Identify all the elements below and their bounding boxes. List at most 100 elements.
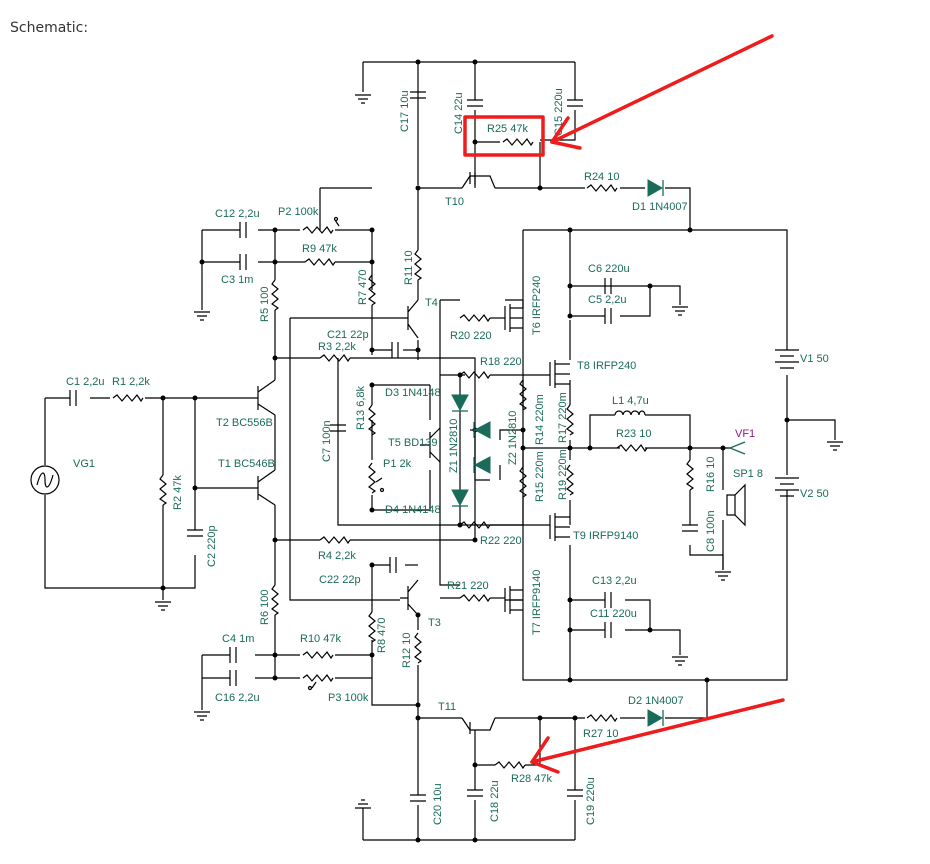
r22-label: R22 220 [480, 535, 522, 547]
diodes [451, 179, 664, 727]
d2-label: D2 1N4007 [628, 695, 684, 707]
r24-resistor [586, 184, 618, 192]
t6-mosfet [504, 300, 524, 332]
d1-label: D1 1N4007 [632, 201, 688, 213]
c8-label: C8 100n [705, 510, 717, 552]
r10-label: R10 47k [300, 633, 341, 645]
t6-label: T6 IRFP240 [531, 276, 543, 335]
vf1-probe [729, 441, 746, 455]
r11-resistor [414, 249, 422, 281]
t9-mosfet [549, 513, 570, 541]
l1-inductor [614, 410, 646, 416]
d2-diode [647, 709, 664, 727]
p1-potentiometer [368, 462, 376, 494]
c2-capacitor [187, 529, 203, 537]
c7-capacitor [330, 424, 346, 432]
r6-label: R6 100 [259, 590, 271, 625]
vg1-label: VG1 [73, 458, 95, 470]
t1-transistor [245, 469, 276, 506]
c16-capacitor [229, 670, 237, 686]
r8-resistor [368, 611, 376, 643]
r13-label: R13 6,8k [355, 385, 367, 430]
page-heading: Schematic: [10, 20, 89, 36]
red-annotations [463, 34, 785, 774]
c5-capacitor [604, 308, 612, 324]
c14-label: C14 22u [453, 92, 465, 134]
t7-mosfet [504, 586, 523, 614]
c11-capacitor [604, 622, 612, 638]
r3-label: R3 2,2k [318, 341, 356, 353]
resistors [112, 138, 694, 769]
t3-transistor [400, 579, 419, 616]
c18-label: C18 22u [489, 780, 501, 822]
c19-label: C19 220u [585, 777, 597, 825]
r2-resistor [159, 474, 167, 506]
c1-label: C1 2,2u [66, 376, 105, 388]
c22-capacitor [389, 557, 397, 573]
sp1-speaker [726, 483, 746, 527]
t8-label: T8 IRFP240 [577, 360, 636, 372]
t11-label: T11 [438, 701, 456, 713]
r24-label: R24 10 [584, 171, 619, 183]
t11-transistor [461, 717, 496, 734]
c21-label: C21 22p [327, 329, 369, 341]
z1-zener [473, 421, 491, 439]
c3-label: C3 1m [221, 274, 253, 286]
r14-label: R14 220m [534, 394, 546, 445]
c11-label: C11 220u [590, 608, 637, 620]
transistors [245, 172, 570, 734]
t5-transistor [420, 427, 441, 463]
r18-label: R18 220 [480, 356, 522, 368]
t10-transistor [461, 172, 496, 189]
t2-label: T2 BC556B [216, 417, 273, 429]
v2-battery [775, 477, 799, 497]
d4-label: D4 1N4148 [385, 504, 441, 516]
z1-label: Z1 1N2810 [448, 419, 460, 473]
t2-transistor [245, 379, 276, 416]
r4-resistor [319, 536, 351, 544]
r12-label: R12 10 [401, 633, 413, 668]
capacitors [69, 91, 698, 802]
c5-label: C5 2,2u [588, 294, 627, 306]
c3-capacitor [239, 254, 247, 270]
v1-battery [775, 349, 799, 369]
d3-diode [451, 394, 469, 412]
t9-label: T9 IRFP9140 [573, 530, 638, 542]
t5-label: T5 BD139 [388, 437, 438, 449]
r23-label: R23 10 [616, 428, 651, 440]
r3-resistor [319, 354, 351, 362]
annotation-arrow-bottom [530, 698, 785, 764]
r9-resistor [304, 258, 336, 266]
z2-label: Z2 1N2810 [507, 411, 519, 465]
vg1-signal-source [30, 465, 60, 495]
r16-label: R16 10 [705, 457, 717, 492]
c17-capacitor [410, 91, 426, 99]
r2-label: R2 47k [172, 475, 184, 510]
l1-label: L1 4,7u [612, 395, 649, 407]
sp1-label: SP1 8 [733, 468, 763, 480]
r17-label: R17 220m [557, 392, 569, 443]
d3-label: D3 1N4148 [385, 387, 441, 399]
r6-resistor [271, 584, 279, 616]
r19-label: R19 220m [557, 449, 569, 500]
r16-resistor [686, 459, 694, 491]
r9-label: R9 47k [302, 243, 337, 255]
c6-label: C6 220u [588, 263, 630, 275]
c4-label: C4 1m [222, 633, 254, 645]
r12-resistor [414, 632, 422, 664]
t4-label: T4 [425, 297, 438, 309]
p3-potentiometer [302, 674, 334, 682]
r4-label: R4 2,2k [318, 550, 356, 562]
p2-potentiometer [302, 226, 334, 234]
t1-label: T1 BC546B [218, 458, 275, 470]
c13-capacitor [604, 592, 612, 608]
r15-label: R15 220m [534, 451, 546, 502]
r25-label: R25 47k [487, 123, 528, 135]
c17-label: C17 10u [399, 90, 411, 132]
c18-capacitor [467, 789, 483, 797]
c16-label: C16 2,2u [215, 692, 260, 704]
c22-label: C22 22p [319, 574, 361, 586]
r5-resistor [271, 279, 279, 311]
c7-label: C7 100n [321, 420, 333, 462]
c13-label: C13 2,2u [592, 575, 637, 587]
